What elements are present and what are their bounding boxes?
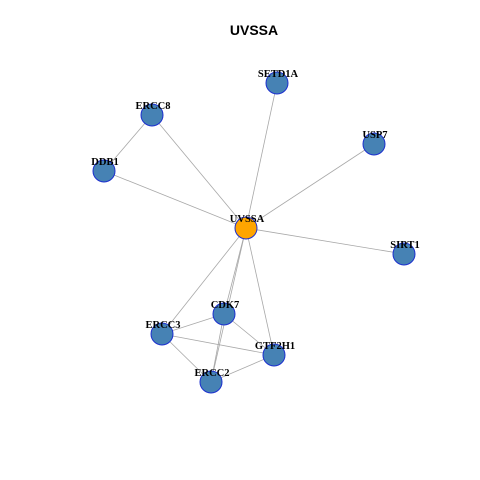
node-label-sirt1: SIRT1	[390, 240, 419, 251]
node-label-ercc3: ERCC3	[145, 320, 180, 331]
node-circle-sirt1	[392, 242, 416, 266]
node-label-ddb1: DDB1	[91, 157, 118, 168]
node-circle-gtf2h1	[262, 343, 286, 367]
node-ercc2: ERCC2	[194, 368, 230, 394]
edge-uvssa-ercc3	[161, 227, 247, 335]
edge-cdk7-ercc2	[210, 313, 225, 383]
node-label-uvssa: UVSSA	[230, 214, 265, 225]
edge-ercc3-gtf2h1	[161, 333, 275, 356]
node-circle-cdk7	[212, 302, 236, 326]
node-setd1a: SETD1A	[258, 69, 299, 95]
node-label-cdk7: CDK7	[211, 300, 240, 311]
node-label-setd1a: SETD1A	[258, 69, 299, 80]
node-circle-uvssa	[234, 216, 258, 240]
node-cdk7: CDK7	[211, 300, 240, 326]
edge-ercc8-ddb1	[103, 114, 153, 172]
node-ddb1: DDB1	[91, 157, 119, 183]
node-circle-setd1a	[265, 71, 289, 95]
graph-title: UVSSA	[230, 22, 278, 38]
node-label-ercc8: ERCC8	[135, 101, 170, 112]
node-circle-ercc3	[150, 322, 174, 346]
edge-uvssa-usp7	[245, 143, 375, 229]
node-ercc8: ERCC8	[135, 101, 171, 127]
nodes-layer: UVSSA SETD1A ERCC8USP7DDB1SIRT1CDK7ERCC3GT…	[91, 69, 420, 394]
node-circle-usp7	[362, 132, 386, 156]
node-sirt1: SIRT1	[390, 240, 420, 266]
node-gtf2h1: GTF2H1	[255, 341, 295, 367]
edge-uvssa-ddb1	[103, 170, 247, 229]
node-circle-ddb1	[92, 159, 116, 183]
node-label-usp7: USP7	[362, 130, 387, 141]
node-ercc3: ERCC3	[145, 320, 181, 346]
node-label-ercc2: ERCC2	[194, 368, 229, 379]
edge-uvssa-ercc8	[151, 114, 247, 229]
node-circle-ercc8	[140, 103, 164, 127]
edge-uvssa-sirt1	[245, 227, 405, 255]
edge-uvssa-gtf2h1	[245, 227, 275, 356]
node-uvssa: UVSSA	[230, 214, 265, 240]
edge-uvssa-setd1a	[245, 82, 278, 229]
node-circle-ercc2	[199, 370, 223, 394]
node-usp7: USP7	[362, 130, 388, 156]
node-label-gtf2h1: GTF2H1	[255, 341, 295, 352]
